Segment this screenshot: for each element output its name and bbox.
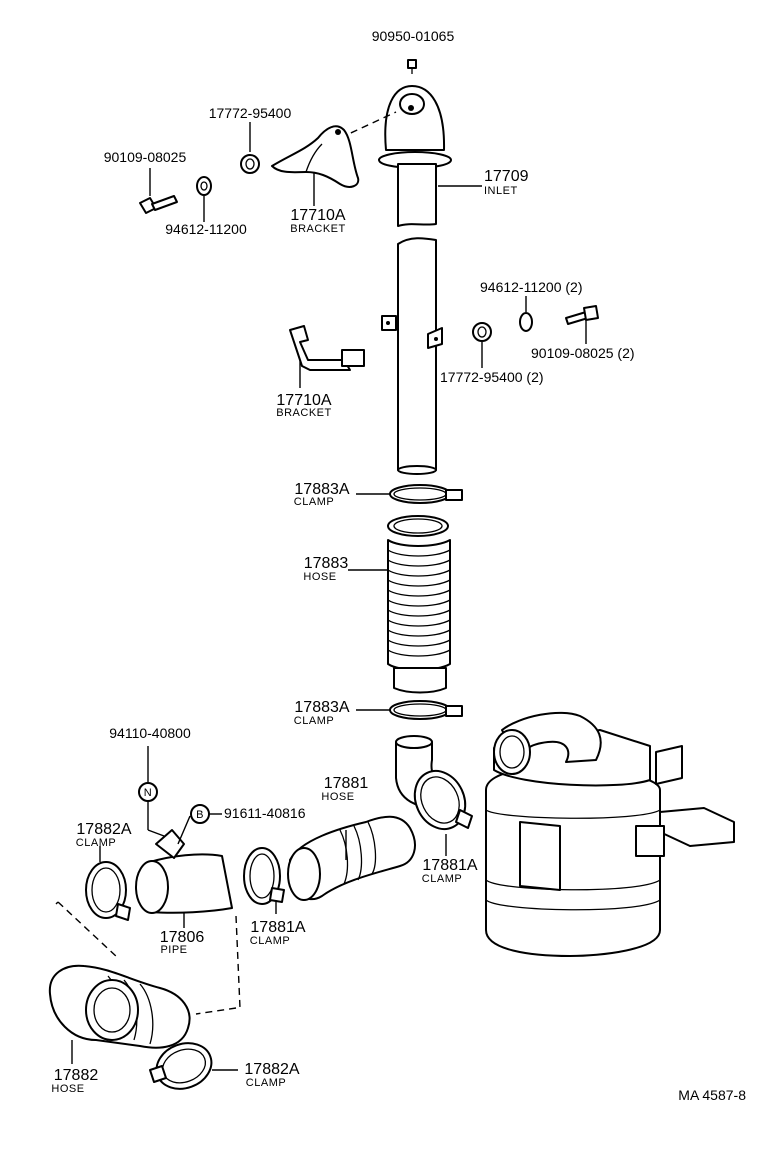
- label-17883a-bottom: 17883A: [294, 699, 349, 716]
- label-91611-40816: 91611-40816: [224, 805, 306, 821]
- marker-b: B: [196, 809, 204, 821]
- inlet-tube-lower: [381, 237, 443, 475]
- bushing-17772-b: [472, 322, 492, 368]
- inlet-17709: [378, 85, 482, 227]
- clamp-17881a-mid: [243, 847, 285, 914]
- label-90109-08025-b: 90109-08025 (2): [531, 345, 635, 361]
- label-17881: 17881: [324, 775, 369, 792]
- name-inlet: INLET: [484, 185, 518, 197]
- label-17882a-lower: 17882A: [244, 1061, 299, 1078]
- label-17710a-top: 17710A: [290, 207, 345, 224]
- name-clamp-17881a-right: CLAMP: [422, 873, 462, 885]
- clamp-17882a-left: [85, 846, 131, 921]
- clamp-17881a-right: [413, 769, 473, 856]
- name-clamp-17882a-lower: CLAMP: [246, 1077, 286, 1089]
- clamp-17883a-bottom: [356, 700, 463, 720]
- label-17882: 17882: [54, 1067, 99, 1084]
- label-94612-11200-a: 94612-11200: [165, 221, 247, 237]
- label-17710a-mid: 17710A: [276, 392, 331, 409]
- label-17709: 17709: [484, 168, 529, 185]
- bolt-90109-b: [565, 305, 599, 344]
- clamp-17882a-lower: [149, 1042, 238, 1090]
- label-17772-95400-a: 17772-95400: [209, 105, 292, 121]
- label-17883: 17883: [304, 555, 349, 572]
- bracket-17710a-top: [271, 125, 360, 206]
- washer-94612-a: [196, 176, 212, 222]
- hose-17881: [287, 815, 416, 901]
- bolt-90109-a: [139, 168, 178, 214]
- name-clamp-17883a-bottom: CLAMP: [294, 715, 334, 727]
- hose-17883: [348, 515, 451, 694]
- label-17881a-right: 17881A: [422, 857, 477, 874]
- name-bracket-top: BRACKET: [290, 223, 345, 235]
- label-17882a-left: 17882A: [76, 821, 131, 838]
- label-17881a-mid: 17881A: [250, 919, 305, 936]
- label-90950-01065: 90950-01065: [372, 28, 455, 44]
- name-clamp-17883a-top: CLAMP: [294, 496, 334, 508]
- bracket-17710a-mid: [289, 325, 365, 388]
- pipe-17806: [135, 829, 233, 928]
- name-pipe-17806: PIPE: [160, 944, 187, 956]
- clamp-17883a-top: [356, 484, 463, 504]
- label-94110-40800: 94110-40800: [109, 725, 191, 741]
- label-17883a-top: 17883A: [294, 481, 349, 498]
- bolt-94110: N: [138, 746, 165, 837]
- bolt-91611: B: [177, 804, 222, 845]
- diagram-code: MA 4587-8: [678, 1087, 746, 1103]
- name-bracket-mid: BRACKET: [276, 407, 331, 419]
- name-hose-17882: HOSE: [51, 1083, 84, 1095]
- name-hose-17883: HOSE: [303, 571, 336, 583]
- washer-94612-b: [519, 296, 533, 332]
- label-17772-95400-b: 17772-95400 (2): [440, 369, 544, 385]
- bolt-90950: [407, 59, 417, 74]
- name-clamp-17882a-left: CLAMP: [76, 837, 116, 849]
- air-cleaner-body: [485, 711, 735, 957]
- label-94612-11200-b: 94612-11200 (2): [480, 279, 582, 295]
- name-clamp-17881a-mid: CLAMP: [250, 935, 290, 947]
- marker-n: N: [144, 787, 152, 799]
- label-90109-08025-a: 90109-08025: [104, 149, 187, 165]
- name-hose-17881: HOSE: [321, 791, 354, 803]
- label-17806: 17806: [160, 929, 205, 946]
- bushing-17772-a: [240, 122, 260, 174]
- hose-17882: [48, 964, 191, 1064]
